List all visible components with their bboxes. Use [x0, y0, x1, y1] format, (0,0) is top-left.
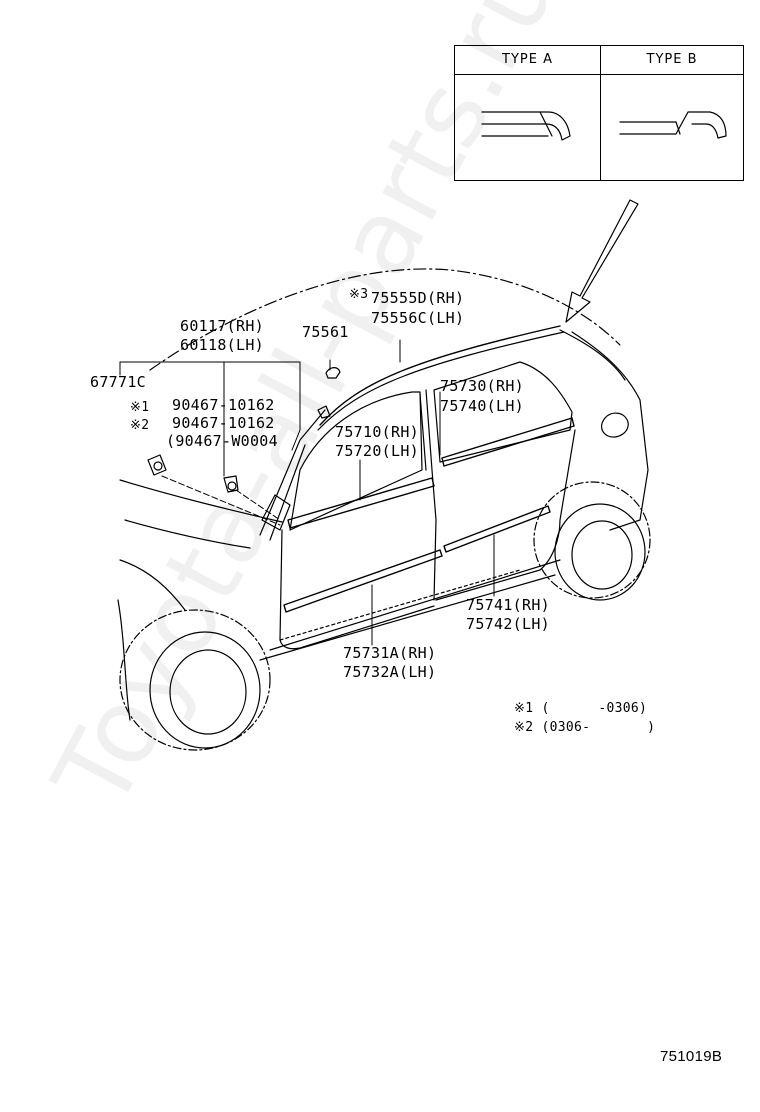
label-90467-2: 90467-10162 — [172, 414, 275, 432]
mark-1: ※1 — [130, 400, 150, 415]
front-door-side-molding — [283, 549, 443, 613]
rear-quarter — [571, 331, 649, 531]
rear-wheel-arch — [533, 481, 651, 599]
rear-belt-molding — [441, 417, 575, 467]
part-60117 — [317, 405, 331, 419]
diagram-code: 751019B — [660, 1048, 723, 1065]
part-75561 — [325, 367, 341, 379]
label-75556c: 75556C(LH) — [371, 309, 465, 327]
type-b-header: TYPE B — [601, 46, 743, 75]
leader-lines — [119, 339, 495, 646]
door-gap — [425, 389, 437, 601]
front-belt-molding — [287, 477, 435, 529]
type-table: TYPE A TYPE B — [454, 45, 744, 181]
type-a-header: TYPE A — [455, 46, 600, 75]
front-bumper — [117, 599, 131, 721]
clip-90467 — [223, 475, 239, 493]
label-75555d: 75555D(RH) — [371, 289, 465, 307]
label-75742: 75742(LH) — [466, 615, 550, 633]
rear-door-window — [433, 361, 573, 463]
note-1: ※1 ( -0306) — [514, 701, 648, 716]
label-60118: 60118(LH) — [180, 336, 264, 354]
note3-mark: ※3 — [349, 287, 369, 302]
label-67771c: 67771C — [90, 373, 146, 391]
label-90467-1: 90467-10162 — [172, 396, 275, 414]
label-75740: 75740(LH) — [440, 397, 524, 415]
rear-tire — [554, 503, 646, 601]
roof-outline — [149, 268, 621, 371]
label-75732a: 75732A(LH) — [343, 663, 437, 681]
mark-2: ※2 — [130, 418, 150, 433]
fuel-lid — [601, 412, 629, 438]
table-divider — [600, 46, 601, 180]
a-pillar — [259, 409, 326, 536]
front-wheel-arch — [119, 609, 271, 751]
label-75561: 75561 — [302, 323, 349, 341]
front-door — [279, 529, 435, 650]
label-75731a: 75731A(RH) — [343, 644, 437, 662]
label-75710: 75710(RH) — [335, 423, 419, 441]
label-75730: 75730(RH) — [440, 377, 524, 395]
note-2: ※2 (0306- ) — [514, 720, 656, 735]
front-tire — [149, 631, 261, 749]
type-a-sketch — [481, 111, 571, 141]
rocker-panel — [269, 559, 561, 651]
front-door-window — [289, 391, 423, 531]
label-60117: 60117(RH) — [180, 317, 264, 335]
label-75741: 75741(RH) — [466, 596, 550, 614]
hood-outline — [119, 479, 283, 523]
roof-molding — [319, 325, 561, 426]
mirror-base — [261, 494, 291, 531]
pointer-arrow — [565, 199, 639, 323]
clip-67771c — [147, 454, 167, 476]
label-75720: 75720(LH) — [335, 442, 419, 460]
rear-door-side-molding — [443, 505, 551, 553]
label-90467-3: (90467-W0004 — [166, 432, 278, 450]
type-b-sketch — [619, 111, 727, 139]
